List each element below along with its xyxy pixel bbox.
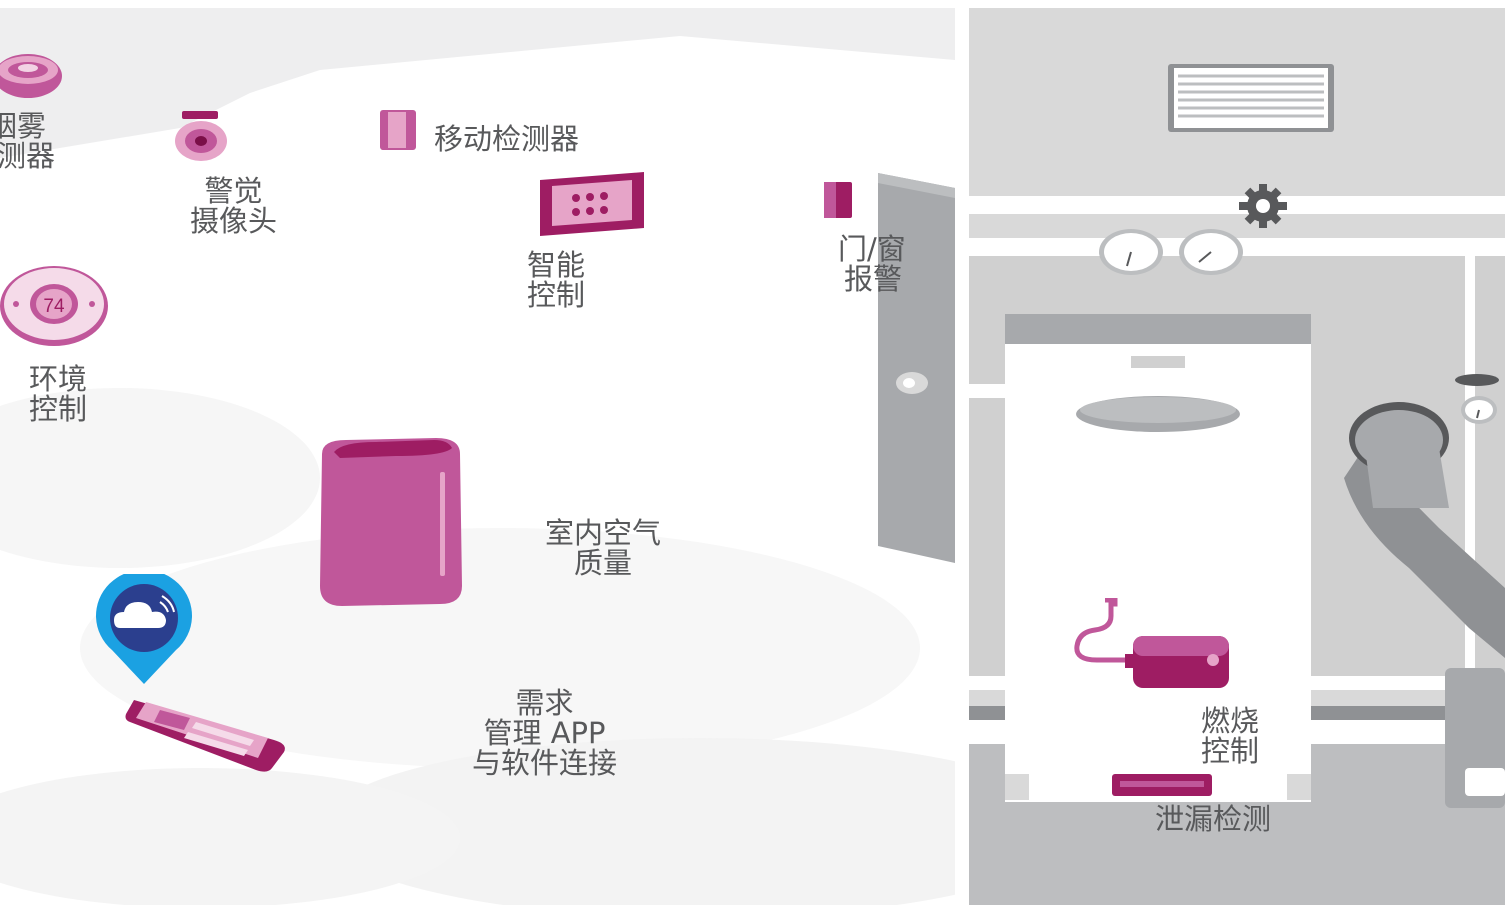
door-window-alarm-label: 门/窗 报警 bbox=[838, 234, 906, 294]
vent-icon bbox=[1168, 64, 1334, 132]
env-control-label-line2: 控制 bbox=[29, 392, 88, 426]
door-window-label-line1: 门/窗 bbox=[838, 232, 906, 266]
env-control-label-line1: 环境 bbox=[29, 362, 88, 396]
utility-room-panel: 燃烧 控制 泄漏检测 bbox=[969, 8, 1505, 905]
phone-icon bbox=[125, 700, 285, 772]
smoke-detector-label-line2: 检测器 bbox=[0, 139, 56, 173]
smart-control-label-line2: 控制 bbox=[527, 278, 586, 312]
indoor-air-label: 室内空气 质量 bbox=[545, 518, 661, 578]
camera-icon bbox=[175, 111, 227, 161]
env-control-label: 环境 控制 bbox=[29, 364, 87, 424]
demand-app-label-line1: 需求 bbox=[515, 686, 574, 720]
demand-app-label-line3: 与软件连接 bbox=[472, 746, 618, 780]
home-illustration-panel: 烟雾 检测器 警觉 摄像头 移动检测器 智能 控制 门/窗 报警 bbox=[0, 8, 955, 905]
combustion-unit-icon bbox=[1074, 598, 1229, 688]
indoor-air-label-line2: 质量 bbox=[574, 546, 633, 580]
motion-detector-label: 移动检测器 bbox=[434, 122, 580, 156]
smoke-detector-icon bbox=[0, 54, 62, 98]
thermostat-icon: 74 bbox=[0, 266, 108, 346]
leak-detection-label: 泄漏检测 bbox=[1155, 802, 1272, 836]
motion-sensor-icon bbox=[380, 110, 416, 150]
alert-camera-label: 警觉 摄像头 bbox=[190, 176, 277, 236]
leak-sensor-icon bbox=[1112, 774, 1212, 796]
thermostat-reading: 74 bbox=[43, 296, 65, 317]
smoke-detector-label-line1: 烟雾 bbox=[0, 109, 47, 143]
door-window-label-line2: 报警 bbox=[844, 262, 903, 296]
cloud-pin-icon bbox=[96, 574, 192, 684]
smart-control-label-line1: 智能 bbox=[527, 248, 586, 282]
smoke-detector-label: 烟雾 检测器 bbox=[0, 111, 55, 171]
gauge-icon bbox=[1099, 229, 1243, 275]
air-purifier-icon bbox=[320, 438, 462, 606]
demand-app-label: 需求 管理 APP 与软件连接 bbox=[472, 688, 617, 778]
furnace-unit bbox=[1005, 314, 1311, 802]
demand-app-label-line2: 管理 APP bbox=[483, 716, 606, 750]
combustion-label-line1: 燃烧 bbox=[1201, 704, 1260, 738]
door-sensor-icon bbox=[824, 182, 852, 218]
alert-camera-label-line2: 摄像头 bbox=[190, 204, 278, 238]
valve-gauge-icon bbox=[1455, 374, 1499, 424]
indoor-air-label-line1: 室内空气 bbox=[545, 516, 662, 550]
gear-icon bbox=[1239, 184, 1287, 228]
door-knob-icon bbox=[896, 372, 928, 394]
room-background bbox=[0, 8, 955, 905]
smart-panel-icon bbox=[540, 172, 644, 236]
alert-camera-label-line1: 警觉 bbox=[204, 174, 263, 208]
smart-control-label: 智能 控制 bbox=[527, 250, 585, 310]
combustion-label-line2: 控制 bbox=[1201, 734, 1260, 768]
combustion-control-label: 燃烧 控制 bbox=[1201, 706, 1259, 766]
